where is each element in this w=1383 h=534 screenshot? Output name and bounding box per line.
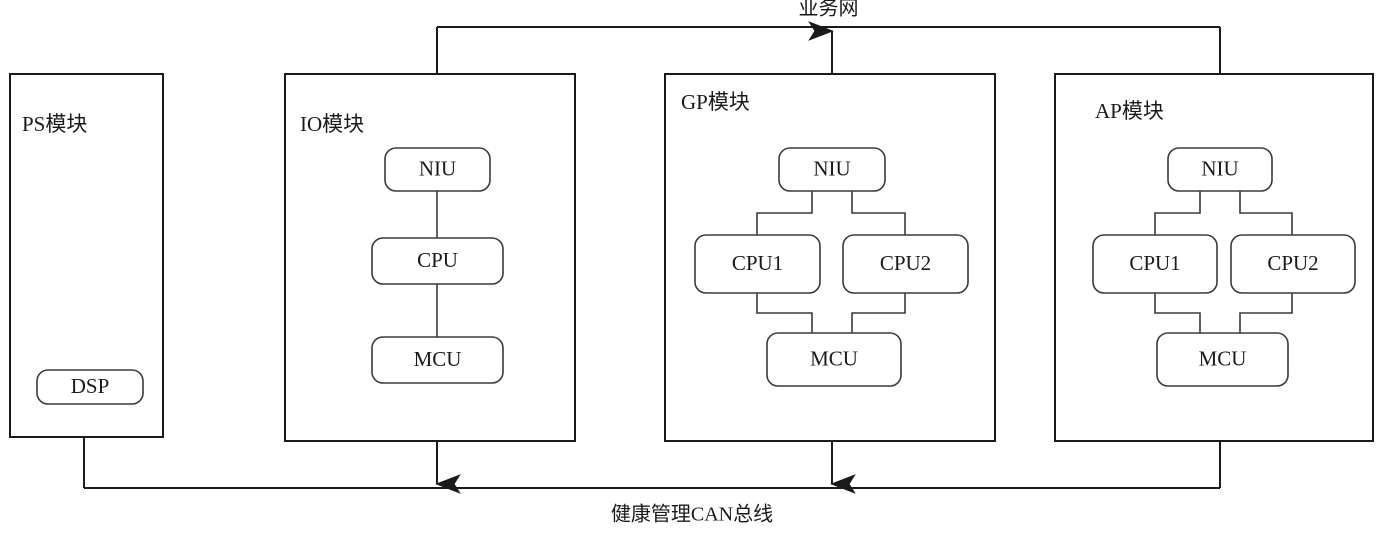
- node-label-ap-niu: NIU: [1201, 156, 1238, 180]
- node-box-io-cpu[interactable]: [371, 237, 504, 285]
- node-box-gp-cpu2[interactable]: [842, 234, 969, 294]
- top-bus-label: 业务网: [799, 0, 859, 20]
- module-label-ap: AP模块: [1095, 99, 1164, 123]
- node-box-ps-dsp[interactable]: [36, 369, 144, 405]
- node-io-mcu: MCU: [371, 336, 504, 384]
- node-label-gp-mcu: MCU: [810, 346, 858, 370]
- node-label-gp-cpu2: CPU2: [880, 251, 931, 275]
- node-ps-dsp: DSP: [36, 369, 144, 405]
- node-gp-cpu2: CPU2: [842, 234, 969, 294]
- module-label-gp: GP模块: [681, 90, 750, 114]
- module-label-io: IO模块: [300, 112, 364, 136]
- node-box-io-mcu[interactable]: [371, 336, 504, 384]
- node-label-io-niu: NIU: [419, 156, 456, 180]
- bus-layer: [60, 21, 1244, 494]
- node-gp-niu: NIU: [778, 147, 886, 192]
- node-ap-cpu2: CPU2: [1230, 234, 1356, 294]
- node-label-ap-cpu1: CPU1: [1129, 251, 1180, 275]
- node-label-io-mcu: MCU: [414, 347, 462, 371]
- node-label-gp-cpu1: CPU1: [732, 251, 783, 275]
- node-box-io-niu[interactable]: [384, 147, 491, 192]
- internal-link-ap-1: [1239, 191, 1293, 235]
- node-box-gp-cpu1[interactable]: [694, 234, 821, 294]
- node-label-gp-niu: NIU: [813, 156, 850, 180]
- node-io-cpu: CPU: [371, 237, 504, 285]
- internal-link-gp-1: [851, 191, 906, 235]
- node-box-gp-niu[interactable]: [778, 147, 886, 192]
- node-label-ap-mcu: MCU: [1199, 346, 1247, 370]
- internal-link-gp-3: [851, 293, 906, 333]
- internal-link-gp-0: [756, 191, 813, 235]
- module-io: NIU CPU MCU: [284, 73, 576, 442]
- node-box-ap-cpu2[interactable]: [1230, 234, 1356, 294]
- internal-link-ap-3: [1239, 293, 1293, 333]
- node-label-io-cpu: CPU: [417, 248, 458, 272]
- node-box-gp-mcu[interactable]: [766, 332, 902, 387]
- node-gp-cpu1: CPU1: [694, 234, 821, 294]
- internal-link-ap-0: [1154, 191, 1201, 235]
- node-box-ap-niu[interactable]: [1167, 147, 1273, 192]
- node-box-ap-mcu[interactable]: [1156, 332, 1289, 387]
- internal-link-gp-2: [756, 293, 813, 333]
- module-ps: DSP: [9, 73, 164, 438]
- node-ap-mcu: MCU: [1156, 332, 1289, 387]
- module-label-ps: PS模块: [22, 112, 87, 136]
- node-label-ap-cpu2: CPU2: [1267, 251, 1318, 275]
- bottom-bus-label: 健康管理CAN总线: [611, 503, 773, 526]
- node-gp-mcu: MCU: [766, 332, 902, 387]
- node-ap-cpu1: CPU1: [1092, 234, 1218, 294]
- node-ap-niu: NIU: [1167, 147, 1273, 192]
- internal-link-ap-2: [1154, 293, 1201, 333]
- node-box-ap-cpu1[interactable]: [1092, 234, 1218, 294]
- node-label-ps-dsp: DSP: [71, 374, 110, 398]
- node-io-niu: NIU: [384, 147, 491, 192]
